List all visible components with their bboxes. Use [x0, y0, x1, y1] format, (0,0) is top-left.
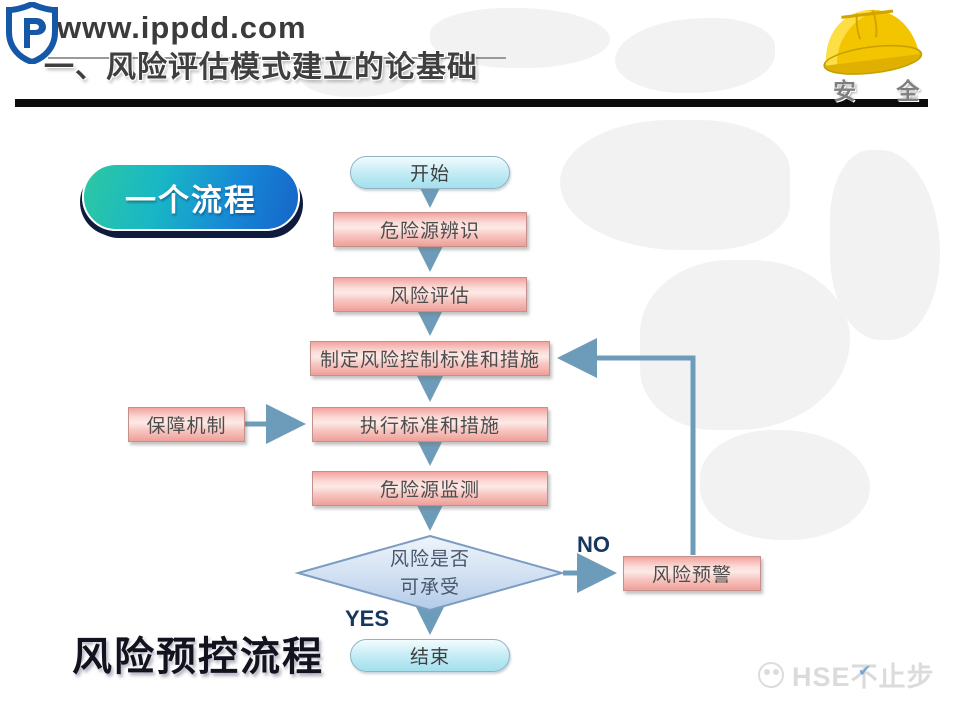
decision-line2: 可承受 [399, 577, 460, 598]
watermark-text: HSE不止步 [792, 662, 935, 692]
flow-node-safeguard: 保障机制 [128, 407, 245, 442]
flow-node-monitor: 危险源监测 [312, 471, 548, 506]
header-divider [15, 99, 928, 107]
map-texture [830, 150, 940, 340]
shield-p-logo-icon [6, 2, 58, 64]
map-texture [615, 18, 775, 93]
map-texture [560, 120, 790, 250]
page-title: 一、风险评估模式建立的论基础 [44, 51, 478, 84]
flow-node-decision: 风险是否 可承受 [355, 546, 505, 602]
decision-line1: 风险是否 [389, 549, 470, 570]
safety-helmet-icon [823, 9, 923, 75]
title-underline [48, 57, 506, 59]
watermark: HSE不止步 ✔ [756, 655, 935, 694]
flow-node-start: 开始 [350, 156, 510, 189]
watermark-check-icon: ✔ [858, 663, 872, 680]
site-url: www.ippdd.com [57, 10, 307, 45]
flow-caption: 风险预控流程 [72, 635, 324, 679]
label-no: NO [577, 532, 610, 557]
map-texture [300, 55, 410, 97]
section-badge: 一个流程 [82, 163, 300, 231]
flow-node-warning: 风险预警 [623, 556, 761, 591]
watermark-logo-icon [758, 661, 784, 688]
helmet-caption: 安 全 [833, 78, 937, 104]
flow-node-execute: 执行标准和措施 [312, 407, 548, 442]
flow-node-identify: 危险源辨识 [333, 212, 527, 247]
flow-node-standards: 制定风险控制标准和措施 [310, 341, 550, 376]
map-texture [640, 260, 850, 430]
flow-node-assess: 风险评估 [333, 277, 527, 312]
label-yes: YES [345, 606, 390, 631]
flow-node-end: 结束 [350, 639, 510, 672]
map-texture [700, 430, 870, 540]
